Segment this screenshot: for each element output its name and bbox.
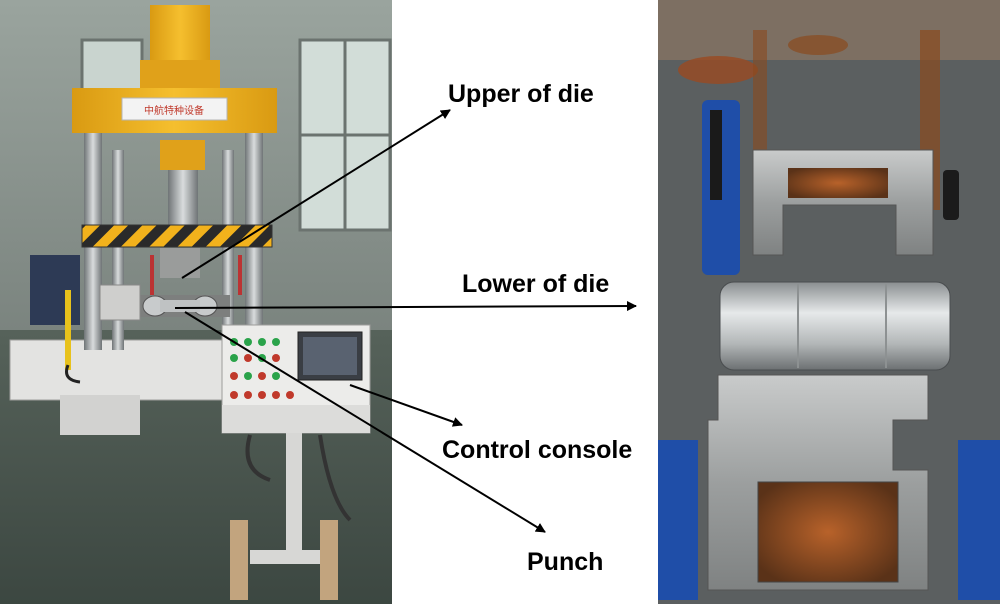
die-illustration [658, 0, 1000, 604]
label-control-console: Control console [442, 436, 633, 464]
label-lower-die: Lower of die [462, 270, 610, 298]
hydraulic-cylinder [150, 5, 210, 65]
blue-clamp [958, 440, 1000, 600]
window [80, 38, 144, 92]
workpiece-cylinder [719, 281, 951, 371]
die-cavity [757, 481, 899, 583]
ram-flange [160, 140, 205, 170]
press-illustration: 中航特种设备 [0, 0, 392, 604]
background-cabinet [30, 255, 80, 325]
press-photo: 中航特种设备 [0, 0, 392, 604]
upper-die-body [160, 248, 200, 278]
name-plate-text: 中航特种设备 [144, 104, 204, 117]
label-punch: Punch [527, 548, 604, 576]
bolt [943, 170, 959, 220]
ram [168, 170, 198, 225]
moving-plate [81, 224, 273, 248]
console-stand [286, 433, 302, 553]
label-upper-die: Upper of die [448, 80, 594, 108]
die-closeup-photo [658, 0, 1000, 604]
blue-clamp [658, 440, 698, 600]
